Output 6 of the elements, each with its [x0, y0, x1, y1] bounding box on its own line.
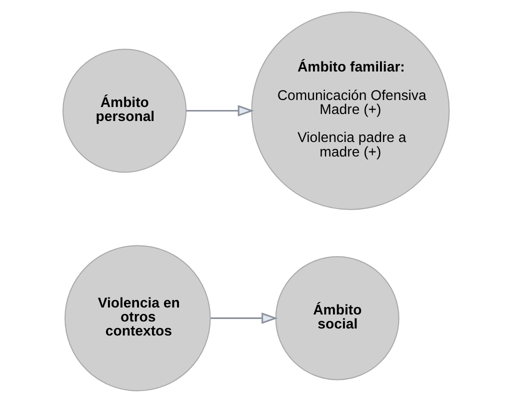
node-circle: Ámbito personal: [62, 48, 187, 173]
node-circle: Ámbito social: [275, 256, 400, 380]
arrow: [210, 312, 278, 324]
node-circle: Violencia en otros contextos: [64, 245, 211, 392]
node-circle: Ámbito familiar: Comunicación Ofensiva Madre (+) Violencia padre a madre (+): [251, 11, 450, 210]
arrow: [186, 105, 254, 116]
